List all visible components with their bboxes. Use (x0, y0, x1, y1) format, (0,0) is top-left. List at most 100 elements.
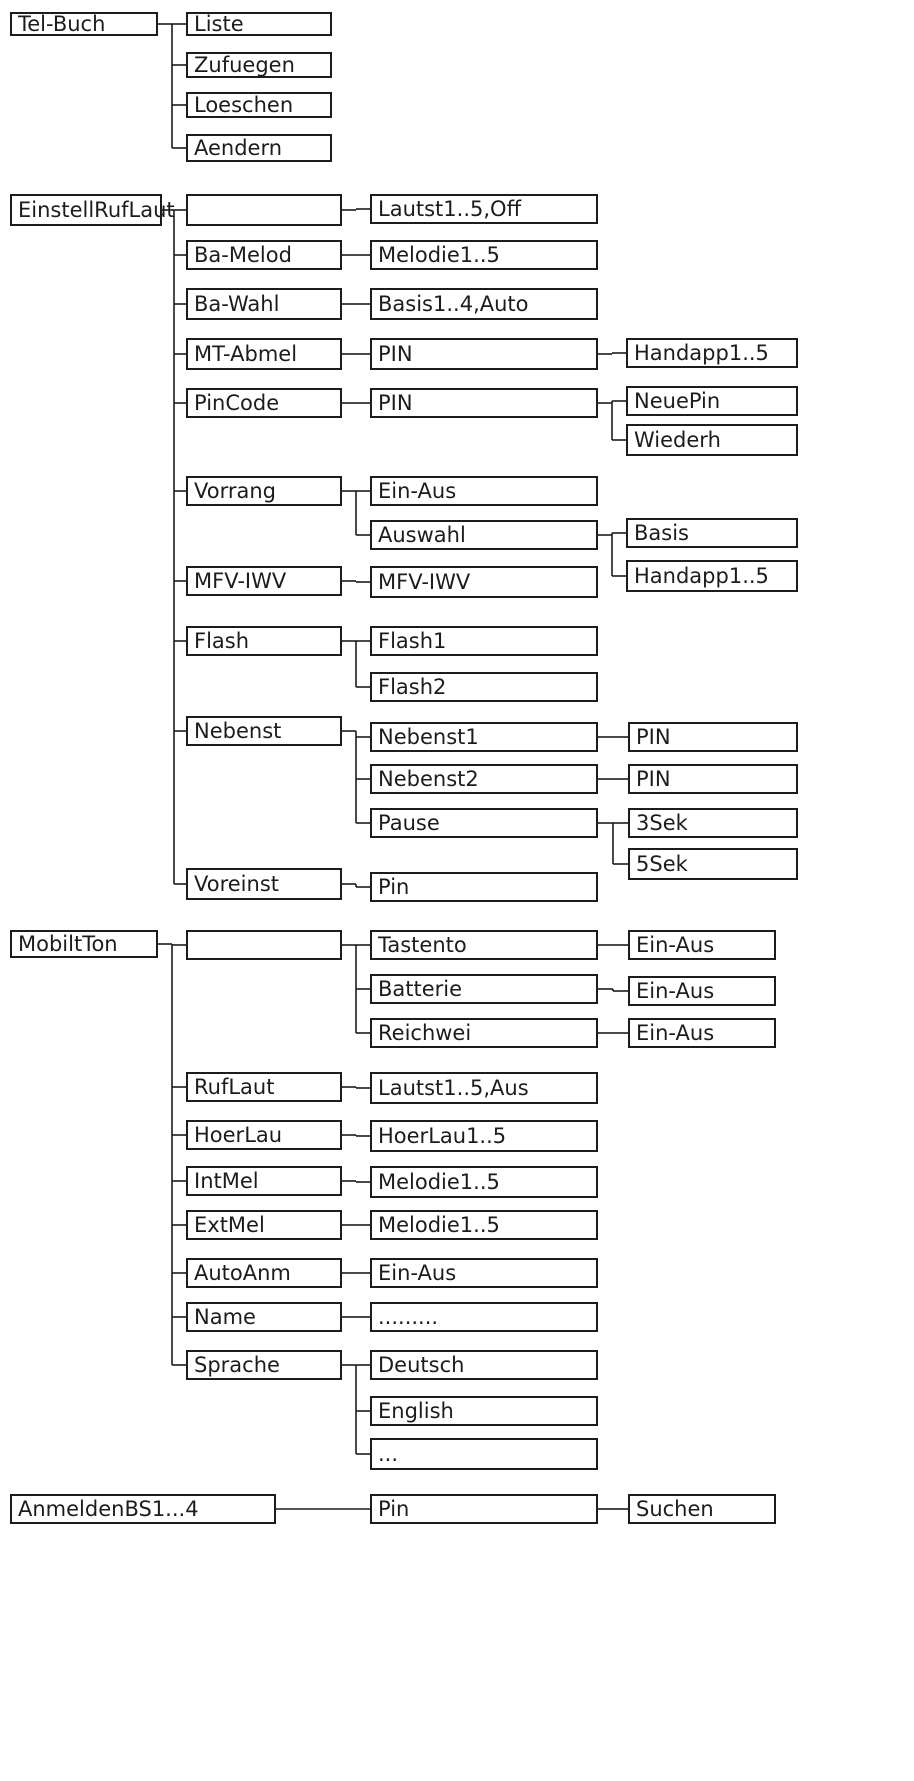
menu-node-box (186, 1166, 342, 1196)
menu-node-label: 5Sek (636, 852, 688, 876)
menu-node-box (626, 518, 798, 548)
menu-node-box (186, 92, 332, 118)
menu-node-box (186, 1350, 342, 1380)
menu-node-label: Ein-Aus (636, 1021, 715, 1045)
menu-node-label: Sprache (194, 1353, 280, 1377)
menu-node-label: PIN (378, 391, 413, 415)
menu-node-label: Ein-Aus (636, 933, 715, 957)
menu-node-box (186, 194, 342, 226)
menu-node-box (626, 560, 798, 592)
menu-node-label: Melodie1..5 (378, 1213, 500, 1237)
menu-node-label: Reichwei (378, 1021, 472, 1045)
menu-node-label: AnmeldenBS1...4 (18, 1497, 199, 1521)
menu-node-box (370, 626, 598, 656)
menu-node-box (370, 1494, 598, 1524)
menu-node-label: RufLaut (194, 1075, 275, 1099)
menu-node-label: Melodie1..5 (378, 1170, 500, 1194)
menu-node-box (628, 1018, 776, 1048)
menu-node-box (370, 1166, 598, 1198)
menu-node-label: IntMel (194, 1169, 259, 1193)
menu-node-label: Tastento (378, 933, 467, 957)
menu-node-box (370, 722, 598, 752)
menu-node-box (186, 52, 332, 78)
menu-node-label: PIN (378, 342, 413, 366)
menu-node-box (186, 1258, 342, 1288)
menu-node-box (370, 240, 598, 270)
menu-node-label: Basis1..4,Auto (378, 292, 529, 316)
menu-node-box (370, 1302, 598, 1332)
menu-node-label: Loeschen (194, 93, 294, 117)
menu-node-label: English (378, 1399, 454, 1423)
menu-node-box (370, 194, 598, 224)
menu-node-box (628, 722, 798, 752)
menu-node-box (628, 808, 798, 838)
menu-node-label: Nebenst (194, 719, 282, 743)
menu-node-label: HoerLau1..5 (378, 1124, 507, 1148)
menu-node-label: Ein-Aus (378, 1261, 457, 1285)
menu-node-box (186, 288, 342, 320)
menu-node-box (370, 808, 598, 838)
menu-node-box (626, 338, 798, 368)
menu-node-label: Ba-Melod (194, 243, 292, 267)
menu-node-box (10, 194, 162, 226)
menu-node-label: Deutsch (378, 1353, 465, 1377)
menu-node-box (628, 848, 798, 880)
menu-node-label: Flash (194, 629, 250, 653)
menu-node-box (370, 476, 598, 506)
menu-node-box (626, 386, 798, 416)
menu-node-box (10, 930, 158, 958)
menu-node-box (370, 974, 598, 1004)
menu-node-label: ExtMel (194, 1213, 265, 1237)
menu-node-label: PIN (636, 725, 671, 749)
menu-node-box (186, 338, 342, 370)
menu-node-label: Handapp1..5 (634, 564, 769, 588)
menu-node-label: PinCode (194, 391, 280, 415)
menu-node-label: Ein-Aus (636, 979, 715, 1003)
menu-node-box (186, 240, 342, 270)
menu-node-box (370, 1350, 598, 1380)
menu-node-box (370, 764, 598, 794)
menu-node-label: MT-Abmel (194, 342, 298, 366)
menu-node-box (370, 930, 598, 960)
menu-node-label: Voreinst (194, 872, 279, 896)
menu-node-box (370, 288, 598, 320)
menu-node-box (370, 1072, 598, 1104)
menu-node-box (186, 868, 342, 900)
menu-node-box (186, 476, 342, 506)
menu-node-label: Tel-Buch (18, 12, 106, 36)
menu-node-box (186, 388, 342, 418)
menu-node-label: Batterie (378, 977, 463, 1001)
menu-node-label: AutoAnm (194, 1261, 291, 1285)
menu-node-box (370, 338, 598, 370)
menu-node-label: Nebenst1 (378, 725, 479, 749)
menu-node-label: HoerLau (194, 1123, 283, 1147)
menu-node-label: Melodie1..5 (378, 243, 500, 267)
menu-node-box (370, 672, 598, 702)
menu-node-label: Pause (378, 811, 440, 835)
menu-node-box (10, 1494, 276, 1524)
menu-node-label: Lautst1..5,Off (378, 197, 522, 221)
menu-node-box (628, 976, 776, 1006)
menu-node-box (186, 930, 342, 960)
menu-node-box (186, 1302, 342, 1332)
menu-node-box (370, 1120, 598, 1152)
menu-node-label: ... (378, 1442, 399, 1466)
menu-node-label: 3Sek (636, 811, 688, 835)
menu-node-box (186, 566, 342, 596)
menu-node-label: Nebenst2 (378, 767, 479, 791)
menu-node-box (186, 716, 342, 746)
menu-node-box (370, 1210, 598, 1240)
menu-node-box (370, 1258, 598, 1288)
menu-node-label: MFV-IWV (194, 569, 287, 593)
menu-node-box (186, 1072, 342, 1102)
menu-node-label: Vorrang (194, 479, 276, 503)
menu-node-label: Auswahl (378, 523, 466, 547)
menu-node-box (186, 1210, 342, 1240)
menu-node-label: MobiltTon (18, 932, 118, 956)
menu-node-box (10, 12, 158, 36)
menu-node-label: Aendern (194, 136, 283, 160)
menu-node-box (186, 134, 332, 162)
menu-node-label: Lautst1..5,Aus (378, 1076, 529, 1100)
